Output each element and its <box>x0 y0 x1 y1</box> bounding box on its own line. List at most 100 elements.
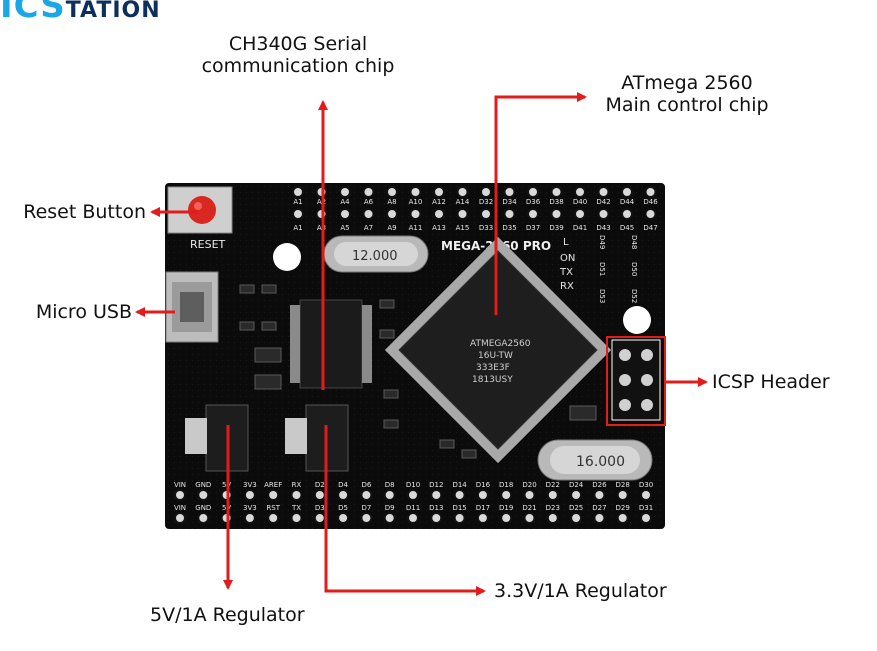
mount-hole <box>623 306 651 334</box>
pin-label: A9 <box>387 224 396 232</box>
pin-label: D47 <box>643 224 657 232</box>
pin-label: D23 <box>546 504 560 512</box>
ch340-label: CH340G Serial communication chip <box>198 33 398 77</box>
pin-label: A8 <box>387 198 396 206</box>
pin-hole <box>570 489 583 501</box>
pin-label: D31 <box>639 504 653 512</box>
micro-usb-component <box>165 271 219 343</box>
pin-hole <box>409 208 422 220</box>
pin-hole <box>267 489 280 501</box>
pin-hole <box>621 186 633 198</box>
pin-hole <box>480 186 492 198</box>
crystal-16mhz <box>537 439 653 481</box>
pin-label: D7 <box>361 504 371 512</box>
pin-hole <box>640 489 652 501</box>
pin-label: D40 <box>573 198 587 206</box>
pin-hole <box>243 512 256 524</box>
pin-hole <box>339 208 351 220</box>
pin-hole <box>383 489 396 501</box>
pin-label: D8 <box>385 481 395 489</box>
pin-label: D25 <box>569 504 583 512</box>
callout-arrows <box>135 92 708 596</box>
pin-hole <box>407 489 419 501</box>
led-tx-label: TX <box>559 267 573 278</box>
pin-label: D32 <box>479 198 493 206</box>
pin-label: D45 <box>620 224 634 232</box>
icsp-header-component <box>606 336 666 426</box>
pin-hole <box>339 186 351 198</box>
pin-label: D2 <box>315 481 325 489</box>
bottom-pin-holes <box>174 489 652 524</box>
right-pin-label: D53 <box>598 289 606 303</box>
reset-silk: RESET <box>190 238 226 251</box>
ics-station-logo: ICSTATION <box>0 0 161 26</box>
right-pin-label: D49 <box>598 235 606 249</box>
pin-label: D12 <box>429 481 443 489</box>
pin-hole <box>500 489 513 501</box>
pin-label: A1 <box>293 198 302 206</box>
chip-markings: ATMEGA2560 16U-TW 333E3F 1813USY <box>470 339 531 385</box>
chip-text-2: 16U-TW <box>478 351 513 361</box>
pin-label: D43 <box>596 224 610 232</box>
pin-label: D19 <box>499 504 513 512</box>
arrow-3v3 <box>324 425 486 596</box>
ch340-label-line1: CH340G Serial <box>228 33 368 55</box>
pin-hole <box>527 186 539 198</box>
regulator-5v-label: 5V/1A Regulator <box>150 604 305 626</box>
pin-label: D28 <box>616 481 630 489</box>
pin-hole <box>174 489 186 501</box>
pin-label: D13 <box>429 504 443 512</box>
pin-hole <box>453 512 466 524</box>
pin-label: D36 <box>526 198 541 206</box>
reset-label: Reset Button <box>23 201 146 223</box>
pin-hole <box>433 208 445 220</box>
pin-hole <box>313 512 326 524</box>
pin-label: RX <box>292 481 302 489</box>
mount-hole <box>273 243 301 271</box>
atmega-label-line2: Main control chip <box>605 94 769 116</box>
pin-hole <box>386 186 398 198</box>
atmega-label: ATmega 2560 Main control chip <box>592 72 782 116</box>
pin-hole <box>337 489 350 501</box>
pin-hole <box>644 186 657 198</box>
pin-label: D20 <box>522 481 536 489</box>
ch340-label-line2: communication chip <box>201 55 395 77</box>
pin-label: D38 <box>549 198 563 206</box>
pin-label: 3V3 <box>243 481 257 489</box>
pin-hole <box>174 512 186 524</box>
pin-label: D42 <box>596 198 610 206</box>
pin-hole <box>476 512 489 524</box>
pin-label: D37 <box>526 224 540 232</box>
right-pin-label: D48 <box>630 235 638 249</box>
pin-label: D35 <box>502 224 516 232</box>
pin-hole <box>593 512 606 524</box>
logo-part2: TATION <box>65 0 161 23</box>
pin-label: D5 <box>338 504 348 512</box>
pin-hole <box>383 512 396 524</box>
crystal-small-label: 12.000 <box>352 249 398 264</box>
pin-hole <box>503 208 516 220</box>
pin-label: D22 <box>546 481 560 489</box>
pin-hole <box>292 186 304 198</box>
pin-label: TX <box>291 504 301 512</box>
pin-label: A7 <box>364 224 373 232</box>
pin-hole <box>523 512 536 524</box>
pin-label: A12 <box>432 198 446 206</box>
pin-hole <box>197 489 210 501</box>
pin-hole <box>597 186 610 198</box>
pin-hole <box>574 208 586 220</box>
pin-hole <box>546 489 559 501</box>
pin-hole <box>616 489 629 501</box>
pin-label: D24 <box>569 481 584 489</box>
pin-hole <box>546 512 559 524</box>
pin-hole <box>574 186 586 198</box>
pin-hole <box>550 186 563 198</box>
pin-hole <box>644 208 657 220</box>
pin-hole <box>456 186 469 198</box>
pin-hole <box>267 512 280 524</box>
pin-hole <box>243 489 256 501</box>
pin-label: D15 <box>452 504 466 512</box>
pin-hole <box>523 489 536 501</box>
